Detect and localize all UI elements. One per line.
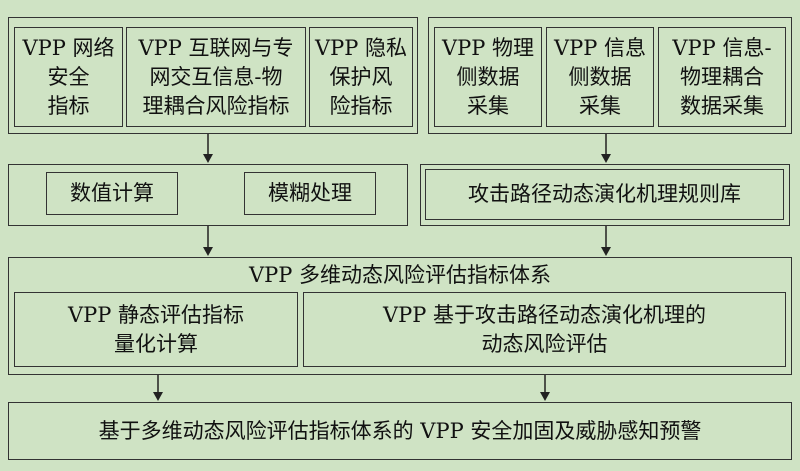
dynamic-evaluation-box: VPP 基于攻击路径动态演化机理的 动态风险评估 <box>303 292 786 367</box>
information-data-collection-box: VPP 信息 侧数据 采集 <box>546 27 654 127</box>
arrow-head-collection-to-rule-base <box>601 154 611 163</box>
security-warning-box: 基于多维动态风险评估指标体系的 VPP 安全加固及威胁感知预警 <box>8 402 792 460</box>
privacy-risk-indicator-box: VPP 隐私 保护风 险指标 <box>309 27 413 127</box>
rule-base-label: 攻击路径动态演化机理规则库 <box>468 182 741 206</box>
arrow-head-indicators-to-processing <box>203 154 213 163</box>
cyber-physical-risk-indicator-label: VPP 互联网与专 网交互信息-物 理耦合风险指标 <box>138 35 294 118</box>
arrow-head-dynamic-to-warning <box>540 392 550 401</box>
rule-base-box: 攻击路径动态演化机理规则库 <box>420 164 790 226</box>
coupled-data-collection-label: VPP 信息- 物理耦合 数据采集 <box>672 35 772 118</box>
numeric-calculation-label: 数值计算 <box>70 181 154 205</box>
fuzzy-processing-box: 模糊处理 <box>244 172 376 215</box>
network-security-indicator-label: VPP 网络 安全 指标 <box>22 35 115 118</box>
security-warning-label: 基于多维动态风险评估指标体系的 VPP 安全加固及威胁感知预警 <box>98 418 702 443</box>
physical-data-collection-box: VPP 物理 侧数据 采集 <box>434 27 542 127</box>
rule-base-inner-box: 攻击路径动态演化机理规则库 <box>425 169 784 220</box>
privacy-risk-indicator-label: VPP 隐私 保护风 险指标 <box>314 35 408 118</box>
network-security-indicator-box: VPP 网络 安全 指标 <box>14 27 123 127</box>
coupled-data-collection-box: VPP 信息- 物理耦合 数据采集 <box>658 27 786 127</box>
information-data-collection-label: VPP 信息 侧数据 采集 <box>553 35 647 118</box>
arrow-head-processing-to-system <box>203 247 213 256</box>
arrow-head-rule-base-to-system <box>601 247 611 256</box>
static-evaluation-box: VPP 静态评估指标 量化计算 <box>14 292 298 367</box>
arrow-head-static-to-warning <box>153 392 163 401</box>
static-evaluation-label: VPP 静态评估指标 量化计算 <box>67 302 245 356</box>
dynamic-evaluation-label: VPP 基于攻击路径动态演化机理的 动态风险评估 <box>382 302 707 356</box>
risk-indicator-system-title: VPP 多维动态风险评估指标体系 <box>248 263 552 287</box>
physical-data-collection-label: VPP 物理 侧数据 采集 <box>441 35 535 118</box>
fuzzy-processing-label: 模糊处理 <box>268 181 352 205</box>
numeric-calculation-box: 数值计算 <box>46 172 178 215</box>
cyber-physical-risk-indicator-box: VPP 互联网与专 网交互信息-物 理耦合风险指标 <box>126 27 306 127</box>
